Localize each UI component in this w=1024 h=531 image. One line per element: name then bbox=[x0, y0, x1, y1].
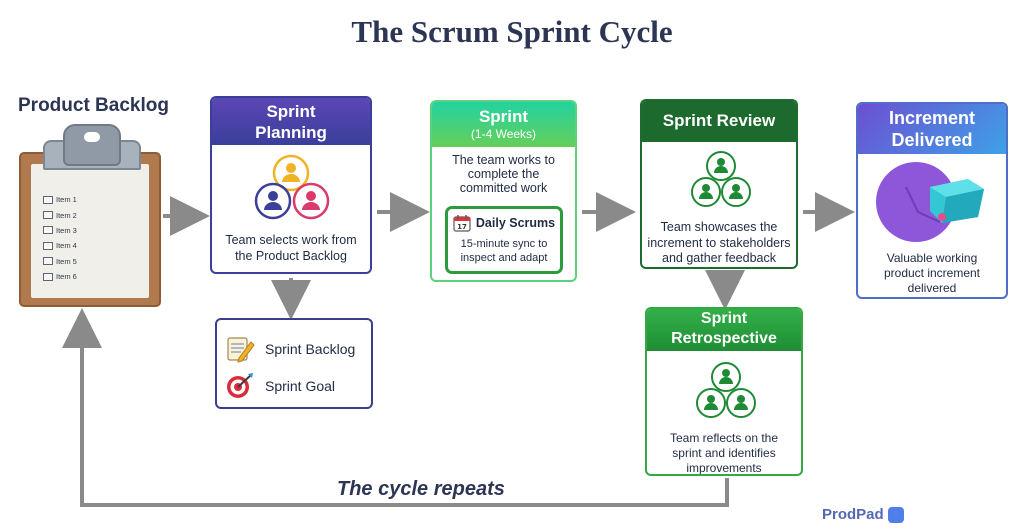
prodpad-logo-icon bbox=[887, 506, 904, 523]
backlog-item: Item 6 bbox=[43, 269, 77, 284]
backlog-item: Item 4 bbox=[43, 238, 77, 253]
sprint-planning-text: Team selects work from the Product Backl… bbox=[225, 233, 357, 263]
backlog-item: Item 5 bbox=[43, 254, 77, 269]
diagram-title: The Scrum Sprint Cycle bbox=[351, 14, 673, 49]
cycle-repeats-label: The cycle repeats bbox=[337, 478, 505, 500]
increment-delivered-card: Increment Delivered Valuable working pro… bbox=[856, 102, 1008, 299]
team-icon bbox=[691, 151, 751, 207]
sprint-card: Sprint (1-4 Weeks) The team works to com… bbox=[430, 100, 577, 282]
sprint-backlog-box: Sprint Backlog Sprint Goal bbox=[215, 318, 373, 409]
brand-logo: ProdPad bbox=[822, 506, 904, 523]
sprint-backlog-label: Sprint Backlog bbox=[265, 341, 356, 357]
product-backlog-label: Product Backlog bbox=[18, 95, 169, 116]
brand-name: ProdPad bbox=[822, 506, 884, 523]
sprint-duration: (1-4 Weeks) bbox=[470, 127, 537, 141]
retrospective-text: Team reflects on the sprint and identifi… bbox=[669, 431, 779, 475]
memo-icon bbox=[227, 337, 255, 363]
daily-scrums-text: 15-minute sync to inspect and adapt bbox=[460, 238, 548, 264]
sprint-planning-card: Sprint Planning Team selects work from t… bbox=[210, 96, 372, 274]
checkbox-icon bbox=[43, 257, 53, 266]
increment-heading: Increment Delivered bbox=[858, 104, 1006, 154]
backlog-item: Item 1 bbox=[43, 192, 77, 207]
sprint-goal-label: Sprint Goal bbox=[265, 378, 336, 394]
retrospective-heading: Sprint Retrospective bbox=[647, 309, 801, 351]
checkbox-icon bbox=[43, 195, 53, 204]
sprint-goal-row: Sprint Goal bbox=[225, 371, 335, 401]
backlog-item: Item 3 bbox=[43, 223, 77, 238]
arrow-cycle-repeats bbox=[62, 308, 729, 507]
daily-scrums-heading: 17 Daily Scrums bbox=[448, 214, 560, 232]
checkbox-icon bbox=[43, 211, 53, 220]
sprint-heading: Sprint (1-4 Weeks) bbox=[432, 102, 575, 147]
sprint-review-text: Team showcases the increment to stakehol… bbox=[647, 220, 791, 265]
clip bbox=[63, 124, 121, 166]
cube-icon bbox=[876, 162, 984, 242]
calendar-icon: 17 bbox=[453, 215, 471, 232]
daily-scrums-box: 17 Daily Scrums 15-minute sync to inspec… bbox=[445, 206, 563, 274]
sprint-retrospective-card: Sprint Retrospective Team reflects on th… bbox=[645, 307, 803, 476]
backlog-items: Item 1 Item 2 Item 3 Item 4 Item 5 Item … bbox=[43, 192, 77, 284]
svg-text:17: 17 bbox=[457, 223, 467, 231]
clipboard-icon: Item 1 Item 2 Item 3 Item 4 Item 5 Item … bbox=[19, 124, 161, 307]
team-icon bbox=[254, 154, 330, 220]
clipboard-paper: Item 1 Item 2 Item 3 Item 4 Item 5 Item … bbox=[31, 164, 149, 298]
checkbox-icon bbox=[43, 226, 53, 235]
checkbox-icon bbox=[43, 241, 53, 250]
sprint-review-heading: Sprint Review bbox=[642, 101, 796, 142]
backlog-item: Item 2 bbox=[43, 207, 77, 222]
checkbox-icon bbox=[43, 272, 53, 281]
sprint-text: The team works to complete the committed… bbox=[452, 153, 555, 195]
team-icon bbox=[696, 362, 756, 418]
increment-text: Valuable working product increment deliv… bbox=[883, 251, 981, 295]
sprint-backlog-row: Sprint Backlog bbox=[225, 334, 355, 364]
sprint-planning-heading: Sprint Planning bbox=[212, 98, 370, 145]
sprint-review-card: Sprint Review Team showcases the increme… bbox=[640, 99, 798, 269]
target-icon bbox=[227, 373, 253, 398]
